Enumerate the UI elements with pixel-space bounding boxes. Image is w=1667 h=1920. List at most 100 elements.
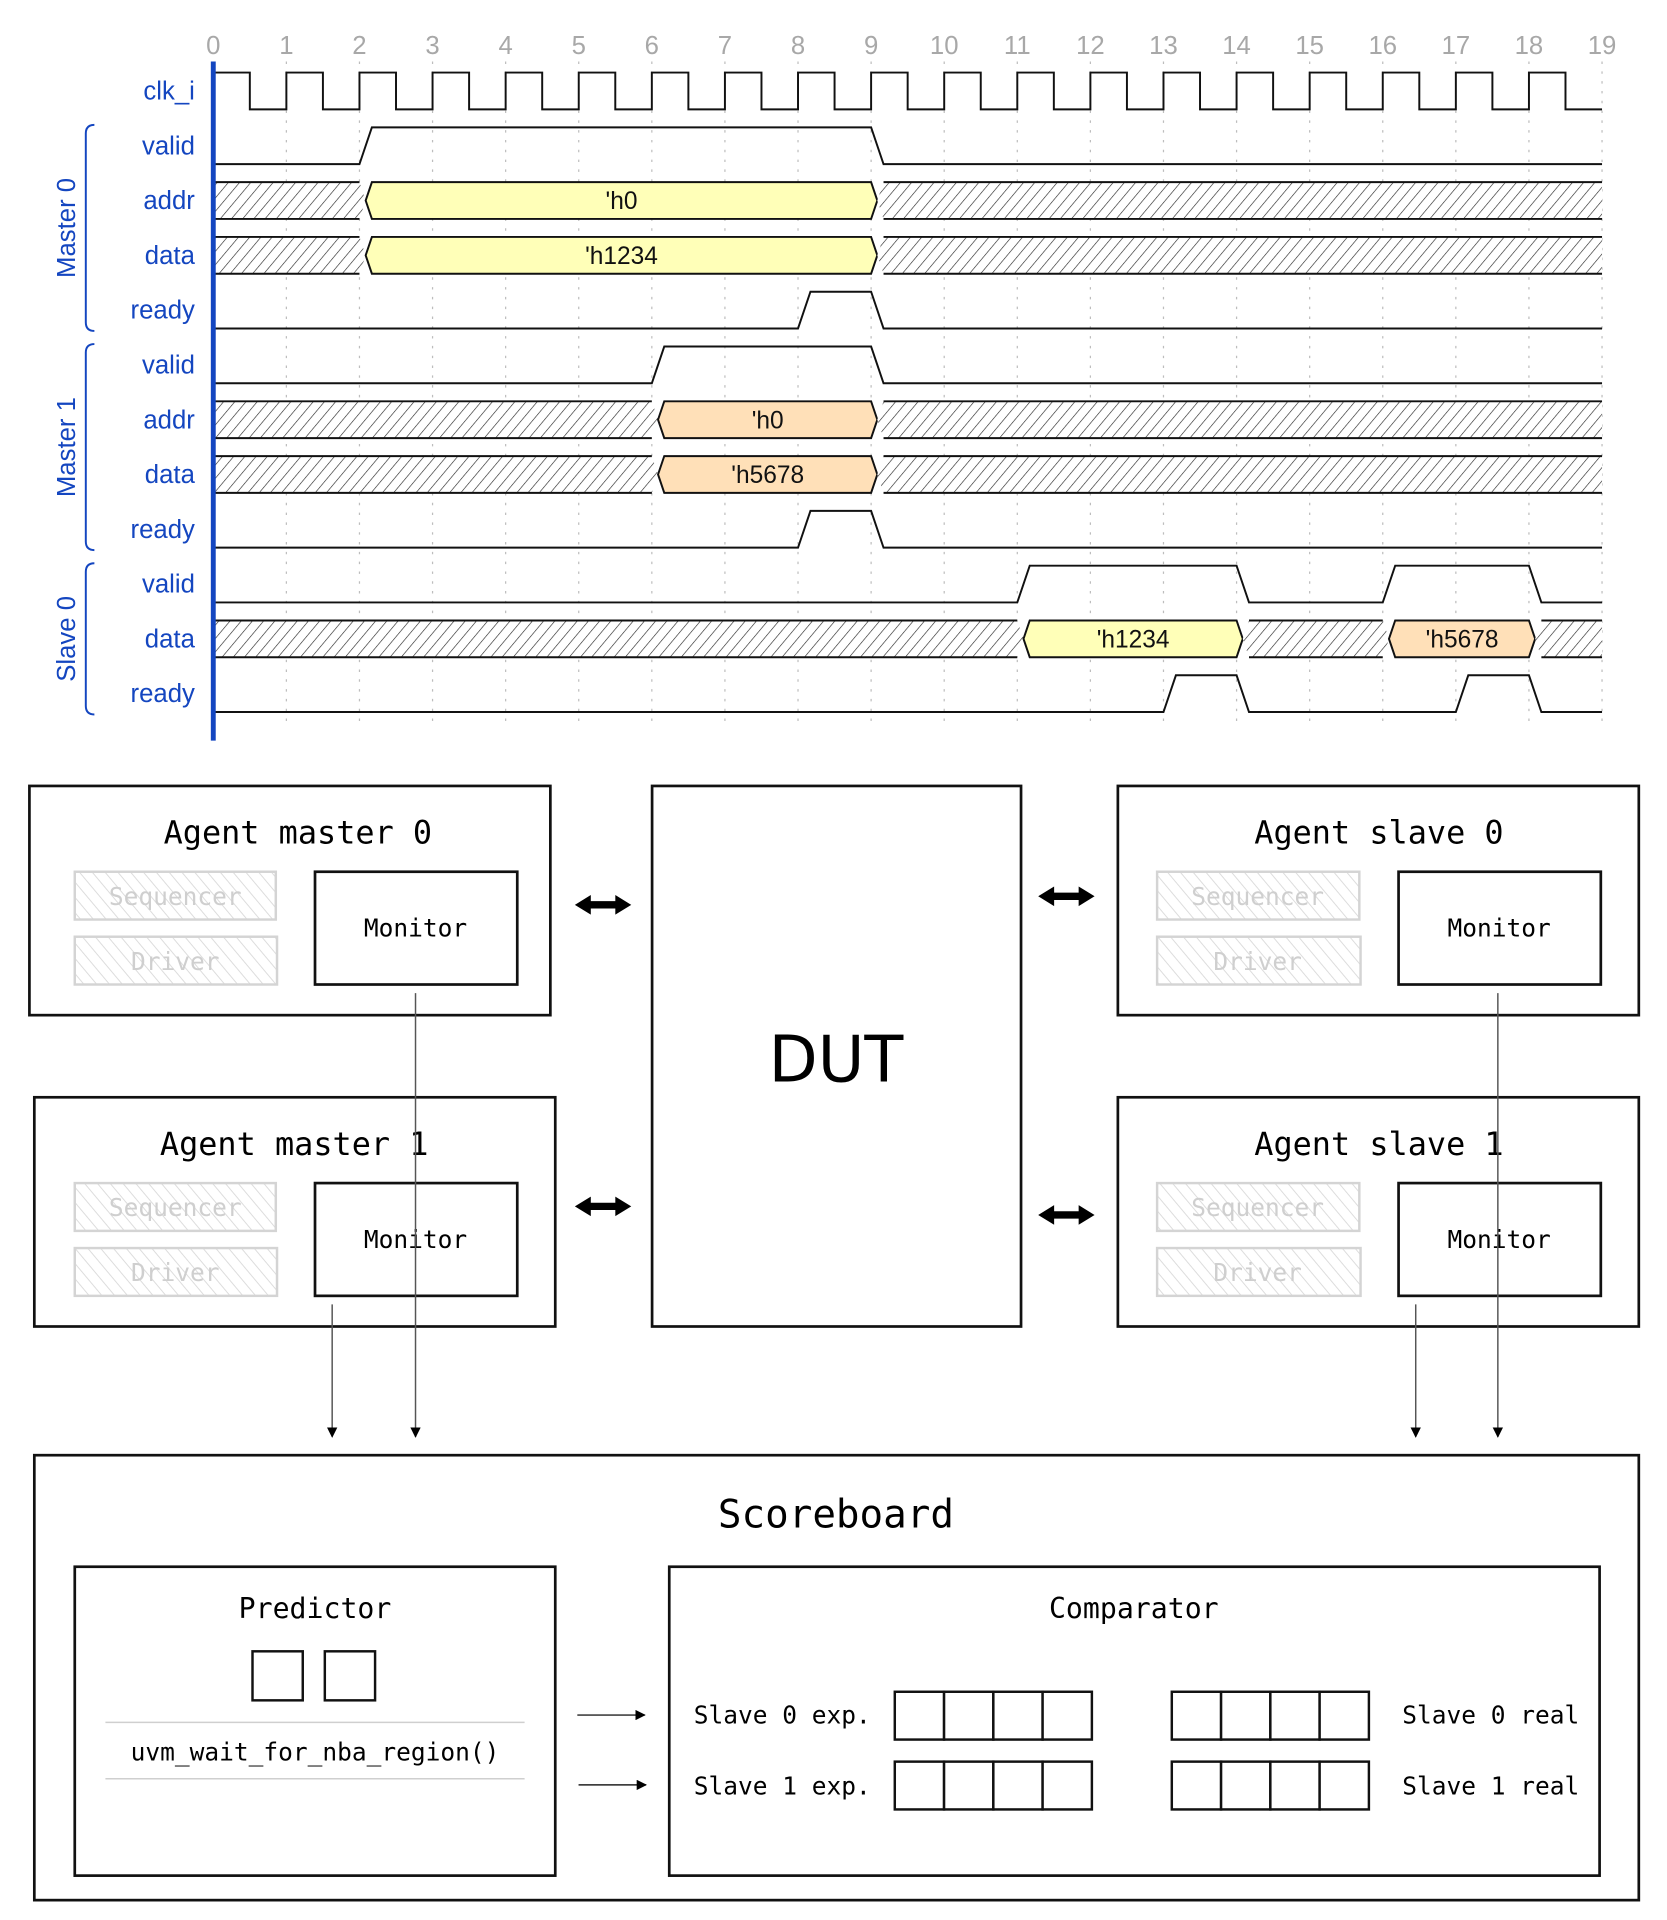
scoreboard-title: Scoreboard	[718, 1493, 954, 1538]
monitor-connections	[327, 993, 1503, 1438]
signal-label: ready	[131, 680, 196, 708]
queue-cell	[942, 1760, 995, 1811]
svg-text:Driver: Driver	[1213, 947, 1302, 976]
signal-label: ready	[131, 297, 196, 325]
svg-text:Monitor: Monitor	[1447, 1225, 1550, 1254]
tick-label: 13	[1149, 32, 1178, 60]
tick-label: 18	[1515, 32, 1544, 60]
bus-undefined-segment	[1242, 620, 1389, 658]
svg-text:Sequencer: Sequencer	[109, 1193, 242, 1222]
comparator-queues	[893, 1690, 1371, 1811]
comparator[interactable]: Comparator Slave 0 exp. Slave 0 real Sla…	[667, 1565, 1601, 1877]
signal-label: data	[145, 461, 196, 489]
tick-label: 14	[1222, 32, 1251, 60]
predictor-slot	[251, 1650, 304, 1702]
queue-cell	[1041, 1760, 1094, 1811]
bidirectional-arrow-icon	[574, 895, 632, 915]
group-bracket	[84, 562, 95, 716]
agent-slave-1-title: Agent slave 1	[1254, 1125, 1503, 1163]
agent-master-0[interactable]: Agent master 0 Sequencer Driver Monitor	[28, 784, 552, 1017]
bit-waveform	[213, 345, 1603, 385]
tick-label: 6	[645, 32, 659, 60]
scoreboard[interactable]: Scoreboard Predictor uvm_wait_for_nba_re…	[32, 1453, 1641, 1902]
queue-cell	[1219, 1690, 1272, 1741]
tick-label: 2	[352, 32, 366, 60]
queue-cell	[1219, 1760, 1272, 1811]
predictor-title: Predictor	[239, 1592, 392, 1625]
svg-text:Driver: Driver	[131, 1258, 220, 1287]
queue-cell	[1318, 1690, 1371, 1741]
bus-undefined-segment	[877, 456, 1603, 493]
bus-undefined-segment	[877, 182, 1603, 219]
group-label: Master 0	[53, 178, 81, 278]
svg-text:Sequencer: Sequencer	[1191, 1193, 1324, 1222]
comparator-title: Comparator	[1049, 1592, 1219, 1625]
queue-cell	[992, 1690, 1044, 1741]
bus-undefined-segment	[877, 401, 1603, 439]
signal-label: valid	[142, 571, 195, 599]
driver-block: Driver	[73, 1246, 279, 1298]
monitor-block[interactable]: Monitor	[313, 870, 519, 986]
real-queue	[1170, 1690, 1371, 1741]
agent-master-1-title: Agent master 1	[160, 1125, 429, 1163]
tick-label: 4	[498, 32, 512, 60]
clock-waveform	[213, 71, 1603, 111]
bus-undefined-segment	[213, 401, 659, 439]
waveforms: 'h0'h1234'h0'h5678'h1234'h5678	[213, 71, 1603, 714]
tick-label: 11	[1004, 32, 1031, 60]
group-bracket	[84, 123, 95, 332]
driver-block: Driver	[1155, 935, 1362, 986]
svg-text:Sequencer: Sequencer	[109, 882, 242, 911]
driver-block: Driver	[1155, 1246, 1362, 1298]
dut-block[interactable]: DUT	[650, 784, 1023, 1328]
svg-text:Driver: Driver	[1213, 1258, 1302, 1287]
tick-label: 7	[718, 32, 732, 60]
sequencer-block: Sequencer	[73, 1181, 278, 1233]
bus-undefined-segment	[213, 236, 366, 274]
group-label: Master 1	[53, 397, 81, 497]
bus-undefined-segment	[213, 456, 659, 493]
queue-cell	[1269, 1760, 1321, 1811]
signal-label: clk_i	[143, 78, 194, 106]
predictor-slots	[251, 1650, 377, 1702]
bidirectional-arrow-icon	[574, 1196, 632, 1217]
tick-label: 5	[572, 32, 586, 60]
tick-label: 1	[279, 32, 293, 60]
monitor-block[interactable]: Monitor	[1397, 1181, 1603, 1298]
interface-arrows	[574, 886, 1095, 1225]
bit-waveform	[213, 564, 1603, 604]
time-grid	[212, 61, 1603, 724]
signal-label: addr	[143, 406, 195, 434]
sequencer-block: Sequencer	[1155, 1181, 1361, 1233]
signal-label: ready	[131, 516, 196, 544]
bus-value-segment	[1387, 619, 1537, 659]
agent-slave-1[interactable]: Agent slave 1 Sequencer Driver Monitor	[1116, 1095, 1641, 1328]
tick-label: 10	[930, 32, 959, 60]
predictor-slot	[323, 1650, 377, 1702]
tick-label: 15	[1295, 32, 1324, 60]
svg-text:Monitor: Monitor	[1447, 914, 1550, 943]
bus-value-label: 'h5678	[1426, 626, 1499, 653]
predictor-call: uvm_wait_for_nba_region()	[131, 1737, 500, 1766]
bus-value-segment	[364, 235, 879, 275]
bus-value-segment	[657, 400, 879, 440]
bus-undefined-segment	[213, 182, 366, 219]
agent-slave-0[interactable]: Agent slave 0 Sequencer Driver Monitor	[1116, 784, 1641, 1017]
tick-label: 12	[1076, 32, 1105, 60]
slave-1-exp-label: Slave 1 exp.	[694, 1772, 871, 1801]
agent-master-1[interactable]: Agent master 1 Sequencer Driver Monitor	[32, 1095, 557, 1328]
predictor[interactable]: Predictor uvm_wait_for_nba_region()	[73, 1565, 557, 1877]
slave-1-real-label: Slave 1 real	[1402, 1772, 1579, 1801]
bus-undefined-segment	[877, 236, 1603, 274]
bus-value-segment	[657, 455, 879, 494]
slave-0-exp-label: Slave 0 exp.	[694, 1701, 871, 1730]
monitor-block[interactable]: Monitor	[1397, 870, 1603, 986]
agent-slave-0-title: Agent slave 0	[1254, 814, 1503, 852]
slave-0-real-label: Slave 0 real	[1402, 1701, 1579, 1730]
bit-waveform	[213, 674, 1603, 714]
sequencer-block: Sequencer	[1155, 870, 1361, 921]
bus-value-label: 'h1234	[585, 243, 658, 270]
bus-undefined-segment	[1535, 620, 1603, 658]
